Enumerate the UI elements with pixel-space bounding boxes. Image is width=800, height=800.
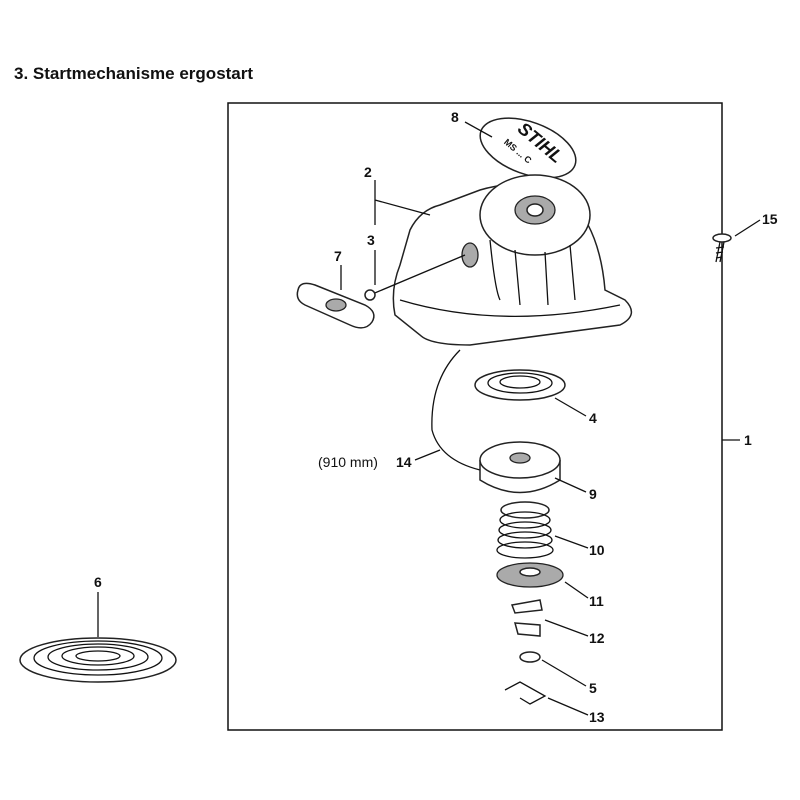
callout-5: 5	[589, 680, 597, 696]
part-5-washer[interactable]	[519, 651, 541, 663]
page-title: 3. Startmechanisme ergostart	[14, 64, 254, 83]
leader-lines	[97, 121, 761, 716]
callout-3: 3	[367, 232, 375, 248]
part-3-starter-rope[interactable]	[369, 254, 481, 471]
part-4-rewind-spring[interactable]	[474, 369, 566, 401]
callout-15: 15	[762, 211, 778, 227]
part-8-logo-disc[interactable]: STIHL MS ... C	[472, 106, 584, 189]
part-15-screw[interactable]	[712, 233, 732, 263]
callout-13: 13	[589, 709, 605, 725]
assembly-frame	[227, 102, 723, 731]
callout-9: 9	[589, 486, 597, 502]
callout-12: 12	[589, 630, 605, 646]
callout-4: 4	[589, 410, 597, 426]
callout-10: 10	[589, 542, 605, 558]
callout-8: 8	[451, 109, 459, 125]
callout-1: 1	[744, 432, 752, 448]
part-11-carrier[interactable]	[496, 562, 564, 588]
part-9-rope-rotor[interactable]	[479, 441, 561, 494]
part-13-spring-clip[interactable]	[504, 681, 547, 705]
part-6-rewind-spring[interactable]	[19, 637, 177, 683]
part-7-starter-grip[interactable]	[296, 282, 376, 329]
part-10-coil-spring[interactable]	[496, 501, 554, 559]
part-12-pawls[interactable]	[510, 599, 543, 637]
callout-7: 7	[334, 248, 342, 264]
callout-14: 14	[396, 454, 412, 470]
callout-11: 11	[589, 593, 604, 609]
part-2-starter-housing[interactable]	[392, 174, 633, 346]
callout-2: 2	[364, 164, 372, 180]
callout-14-length: (910 mm)	[318, 454, 378, 470]
callout-6: 6	[94, 574, 102, 590]
